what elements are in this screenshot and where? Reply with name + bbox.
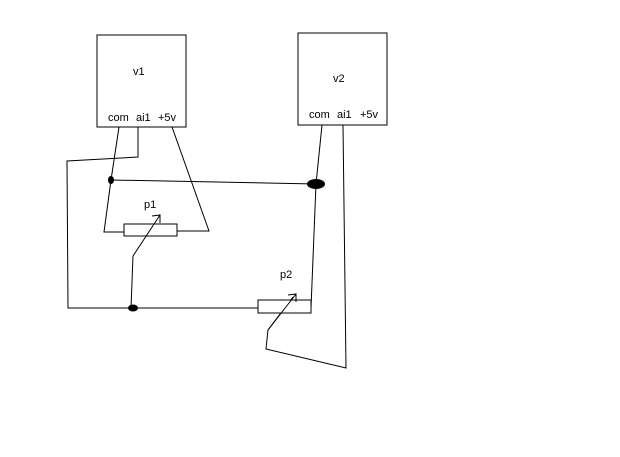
- module-v1-pin-com: com: [108, 112, 129, 124]
- wire-v2-com-to-p2: [310, 124, 323, 312]
- potentiometer-p2-label: p2: [280, 269, 292, 281]
- wires: [66, 124, 347, 369]
- wire-v1-ai1-loop: [66, 127, 139, 309]
- module-v1: v1 com ai1 +5v: [96, 34, 187, 128]
- potentiometer-p2: p2: [257, 269, 312, 331]
- wire-v1-5v-to-p1: [171, 126, 210, 232]
- potentiometer-p2-body: [257, 299, 312, 314]
- junction-nodes: [108, 176, 325, 312]
- module-v1-box: [96, 34, 187, 128]
- module-v2: v2 com ai1 +5v: [297, 32, 388, 126]
- junction-node-bottom: [128, 304, 138, 312]
- wire-v1-com-to-p1: [103, 126, 124, 233]
- junction-node-v2-com: [307, 179, 325, 189]
- potentiometer-p1-arrow: [151, 214, 161, 223]
- module-v1-pin-ai1: ai1: [136, 112, 151, 124]
- module-v2-pin-com: com: [309, 109, 330, 121]
- junction-node-v1-com: [108, 176, 114, 184]
- wire-p1-wiper: [130, 255, 134, 309]
- module-v1-label: v1: [133, 66, 145, 78]
- potentiometer-p2-arrow: [287, 293, 297, 302]
- module-v2-label: v2: [333, 73, 345, 85]
- potentiometer-p2-wiper: [267, 293, 297, 331]
- potentiometer-p1-label: p1: [144, 199, 156, 211]
- potentiometer-p1-wiper: [132, 214, 161, 257]
- module-v2-pin-5v: +5v: [360, 109, 379, 121]
- module-v2-box: [297, 32, 388, 126]
- wire-com-link: [110, 179, 317, 185]
- module-v2-pin-ai1: ai1: [337, 109, 352, 121]
- wire-p2-wiper-to-v2-ai1: [265, 124, 347, 369]
- module-v1-pin-5v: +5v: [158, 112, 177, 124]
- potentiometer-p1: p1: [123, 199, 178, 257]
